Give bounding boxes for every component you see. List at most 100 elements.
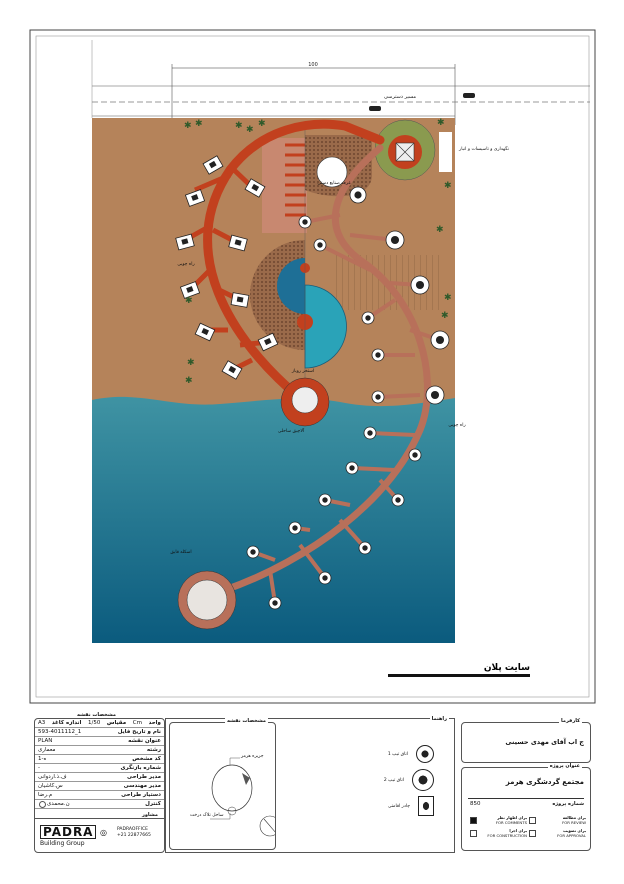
- specs-header: مشخصات نقشه: [75, 712, 118, 718]
- label-pier: اسکله قایق: [170, 549, 191, 555]
- title-block-map: مشخصات نقشه جزیره هرمز ساحل تلاک درخت را…: [165, 716, 455, 853]
- cabin-room-type-1: [202, 155, 224, 175]
- island-map: [210, 757, 275, 837]
- palm-tree-icon: ✱: [185, 296, 193, 306]
- cabin-room-type-1: [179, 281, 201, 299]
- status-fa: برای مطالعه: [562, 815, 586, 820]
- bungalow-room-type-2: [246, 545, 260, 559]
- palm-tree-icon: ✱: [185, 376, 193, 386]
- dimension-horizontal-label: 100: [308, 62, 318, 68]
- plan-title: سایت پلان: [484, 663, 530, 673]
- label-wooden-path-left: راه چوبی: [177, 262, 194, 267]
- pool-right: [304, 284, 347, 369]
- project-number-label: شماره پروژه: [552, 801, 584, 807]
- cabin-room-type-1: [257, 332, 279, 352]
- spec-label: مدیر طراحی: [127, 774, 161, 780]
- car-icon: [369, 106, 381, 111]
- palm-tree-icon: ✱: [444, 181, 452, 191]
- consultant-header: مشاور: [139, 812, 160, 818]
- outer-frame: [29, 29, 596, 704]
- client-header: کارفرما: [558, 718, 582, 724]
- label-open-pool: استخر روباز: [291, 369, 314, 374]
- cabin-room-type-1: [184, 189, 206, 207]
- legend-header: راهنما: [429, 716, 449, 722]
- legend-label: اتاق تیپ 1: [387, 751, 408, 757]
- status-en: FOR CONSTRUCTION: [487, 832, 527, 838]
- spec-value: س.کاشیان: [38, 783, 63, 789]
- bungalow-room-type-2: [313, 238, 327, 252]
- bungalow-room-type-2: [268, 596, 282, 610]
- phone-number: +21 22877665: [117, 832, 151, 838]
- checkbox[interactable]: [529, 817, 536, 824]
- bungalow-room-type-2: [363, 426, 377, 440]
- bungalow-room-type-2: [349, 186, 367, 204]
- social-handle: PADRAOFFICE: [117, 827, 148, 832]
- spec-row: س.کاشیان مدیر مهندسی: [35, 782, 164, 791]
- padra-logo: PADRA: [40, 825, 97, 839]
- checkbox[interactable]: [470, 817, 477, 824]
- scale-value: 1/50: [87, 720, 101, 726]
- tent-icon: [418, 796, 434, 816]
- logo-subtitle: Building Group: [40, 840, 85, 847]
- spec-row: معماری رشته: [35, 746, 164, 755]
- palm-tree-icon: ✱: [258, 119, 266, 129]
- palm-tree-icon: ✱: [235, 121, 243, 131]
- spec-label: رشته: [146, 747, 161, 753]
- bungalow-room-type-2: [361, 311, 375, 325]
- instagram-icon[interactable]: ◎: [100, 828, 107, 837]
- spec-value: ن.محمدی: [47, 801, 70, 807]
- accommodation-units: [175, 155, 450, 610]
- title-block-project: عنوان پروژه مجتمع گردشگری هرمز شماره پرو…: [461, 763, 591, 851]
- scale-label: مقیاس: [106, 720, 127, 726]
- paper-value: A3: [38, 720, 46, 726]
- coast-label: ساحل تلاک درخت: [190, 813, 224, 818]
- legend-item: اتاق تیپ 2: [364, 767, 434, 793]
- revision-circle: [39, 801, 46, 808]
- north-arrow-icon: [259, 815, 275, 837]
- bungalow-room-type-2: [371, 348, 385, 362]
- cabin-room-type-1: [244, 178, 266, 198]
- title-block-client: کارفرما ج اب آقای مهدی حسینی: [461, 718, 591, 763]
- legend-item: چادر اقامتی: [364, 793, 434, 819]
- bungalow-room-type-2: [385, 230, 405, 250]
- unit-value: Cm: [132, 720, 142, 726]
- palm-tree-icon: ✱: [441, 311, 449, 321]
- label-wooden-path-right: راه چوبی: [448, 423, 465, 428]
- spec-label: عنوان نقشه: [128, 738, 161, 744]
- status-en: FOR COMMENTS: [495, 819, 527, 825]
- bungalow-room-type-2: [391, 493, 405, 507]
- spec-value: PLAN: [38, 738, 53, 744]
- palm-tree-icon: ✱: [444, 293, 452, 303]
- spec-label: مدیر مهندسی: [123, 783, 161, 789]
- bungalow-room-type-2: [358, 541, 372, 555]
- unit-label: واحد: [148, 720, 161, 726]
- access-road: [92, 85, 590, 117]
- inner-frame: [35, 35, 590, 698]
- checkbox[interactable]: [470, 830, 477, 837]
- road-label: مسیر دسترسی: [384, 94, 416, 100]
- parking-strip: [439, 132, 452, 172]
- spec-label: کد مشخص: [132, 756, 161, 762]
- dimension-horizontal: [171, 64, 456, 125]
- checkbox[interactable]: [529, 830, 536, 837]
- spec-row: -شماره بازنگری: [35, 764, 164, 773]
- room-type-2-icon: [412, 769, 434, 791]
- spec-value: معماری: [38, 747, 56, 753]
- pool-left: [277, 258, 305, 314]
- crafts-booth: [316, 156, 348, 188]
- room-type-1-icon: [416, 745, 434, 763]
- plan-labels: نگهداری و تاسیسات و انبار غرفه صنایع دست…: [170, 145, 509, 555]
- legend-label: اتاق تیپ 2: [383, 777, 404, 783]
- spec-label: نام و تاریخ فایل: [117, 729, 161, 735]
- status-en: FOR REVIEW: [562, 819, 586, 825]
- project-name: مجتمع گردشگری هرمز: [505, 778, 584, 786]
- palm-tree-icon: ✱: [246, 125, 254, 135]
